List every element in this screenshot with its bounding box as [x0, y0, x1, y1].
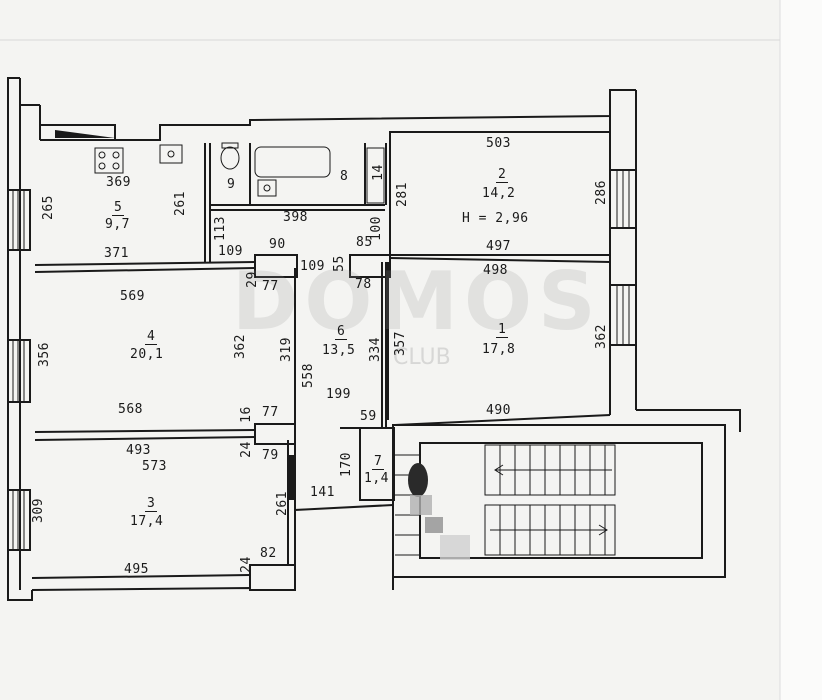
- dimension-label: 319: [278, 337, 294, 362]
- room-7-number: 7: [372, 454, 385, 470]
- room-7-area: 1,4: [364, 471, 389, 486]
- dimension-label: 356: [36, 342, 52, 367]
- dimension-label: 334: [367, 337, 383, 362]
- dimension-label: 109: [218, 244, 243, 259]
- blurred-region: [408, 463, 470, 560]
- dimension-label: 24: [238, 556, 254, 573]
- dimension-label: 281: [394, 182, 410, 207]
- dimension-label: 568: [118, 402, 143, 417]
- room-1-number: 1: [496, 322, 509, 338]
- dimension-label: 77: [262, 405, 279, 420]
- dimension-label: 24: [238, 441, 254, 458]
- dimension-label: 82: [260, 546, 277, 561]
- dimension-label: 362: [593, 324, 609, 349]
- dimension-label: 558: [300, 363, 316, 388]
- watermark-logo: DOMOS: [232, 255, 602, 348]
- wc-number: 9: [227, 177, 236, 192]
- room-3-area: 17,4: [130, 514, 164, 529]
- dimension-label: 498: [483, 263, 508, 278]
- room-1-area: 17,8: [482, 342, 516, 357]
- room-2-number: 2: [496, 167, 509, 183]
- scan-margin: [780, 0, 822, 700]
- room-6-area: 13,5: [322, 343, 356, 358]
- dimension-label: 113: [212, 216, 228, 241]
- room-4-number: 4: [145, 329, 158, 345]
- dimension-label: 55: [331, 255, 347, 272]
- dimension-label: 265: [40, 195, 56, 220]
- windows: [12, 170, 630, 550]
- dimension-label: 286: [593, 180, 609, 205]
- door-block: [288, 455, 294, 500]
- dimension-label: 78: [355, 277, 372, 292]
- kitchen-sink-icon: [159, 144, 183, 164]
- dimension-label: 497: [486, 239, 511, 254]
- dimension-label: 85: [356, 235, 373, 250]
- bath-number: 8: [340, 169, 349, 184]
- room-2-area: 14,2: [482, 186, 516, 201]
- dimension-label: 398: [283, 210, 308, 225]
- fixtures: [94, 142, 385, 204]
- room-4-area: 20,1: [130, 347, 164, 362]
- room-2-ceiling-height: H = 2,96: [462, 211, 529, 226]
- dimension-label: 79: [262, 448, 279, 463]
- dimension-label: 199: [326, 387, 351, 402]
- bathtub-icon: [254, 146, 331, 178]
- stove-icon: [94, 147, 124, 174]
- dimension-label: 369: [106, 175, 131, 190]
- room-5-area: 9,7: [105, 217, 130, 232]
- dimension-label: 495: [124, 562, 149, 577]
- dimension-label: 493: [126, 443, 151, 458]
- dimension-label: 490: [486, 403, 511, 418]
- dimension-label: 573: [142, 459, 167, 474]
- dimension-label: 261: [274, 491, 290, 516]
- room-5-number: 5: [112, 200, 125, 216]
- dimension-label: 14: [370, 164, 386, 181]
- dimension-label: 170: [338, 452, 354, 477]
- toilet-icon: [220, 146, 240, 170]
- dimension-label: 371: [104, 246, 129, 261]
- dimension-label: 109: [300, 259, 325, 274]
- dimension-label: 503: [486, 136, 511, 151]
- watermark-sub: CLUB: [393, 345, 451, 370]
- dimension-label: 59: [360, 409, 377, 424]
- dimension-label: 261: [172, 191, 188, 216]
- dimension-label: 141: [310, 485, 335, 500]
- dimension-label: 357: [392, 331, 408, 356]
- dimension-label: 29: [244, 271, 260, 288]
- dimension-label: 569: [120, 289, 145, 304]
- wall-marker: [55, 130, 115, 138]
- dimension-label: 90: [269, 237, 286, 252]
- dimension-label: 77: [262, 279, 279, 294]
- room-3-number: 3: [145, 496, 158, 512]
- dimension-label: 362: [232, 334, 248, 359]
- room-6-number: 6: [335, 324, 348, 340]
- washbasin-icon: [257, 179, 277, 197]
- dimension-label: 309: [30, 498, 46, 523]
- dimension-label: 16: [238, 406, 254, 423]
